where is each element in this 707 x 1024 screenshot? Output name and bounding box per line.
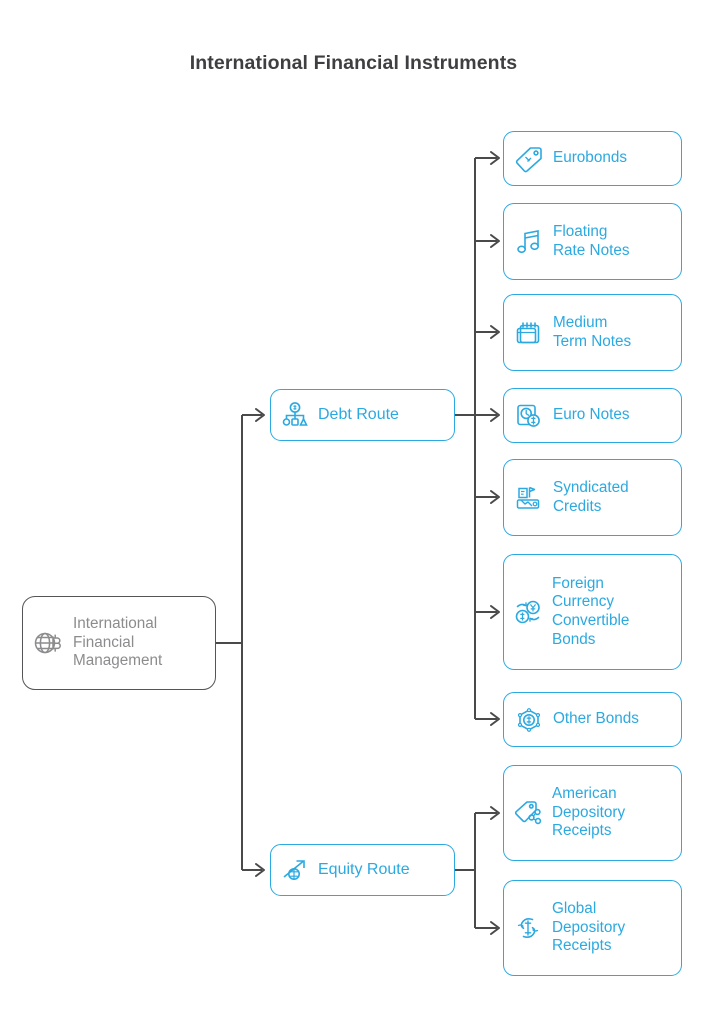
- node-root-label: International Financial Management: [73, 615, 203, 671]
- node-equity-route-label: Equity Route: [318, 861, 410, 879]
- node-debt-route[interactable]: Debt Route: [270, 389, 455, 441]
- node-eurobonds-label: Eurobonds: [553, 149, 627, 167]
- node-debt-route-label: Debt Route: [318, 406, 399, 424]
- node-medium-term-notes[interactable]: Medium Term Notes: [503, 294, 682, 371]
- node-floating-rate-notes[interactable]: Floating Rate Notes: [503, 203, 682, 280]
- node-american-depository-receipts-label: American Depository Receipts: [552, 785, 626, 840]
- node-syndicated-credits-label: Syndicated Credits: [553, 478, 629, 515]
- node-global-depository-receipts[interactable]: Global Depository Receipts: [503, 880, 682, 976]
- node-syndicated-credits[interactable]: Syndicated Credits: [503, 459, 682, 536]
- root-line-2: Financial: [73, 633, 135, 651]
- calendar-icon: [514, 318, 544, 348]
- hierarchy-dollar-icon: [281, 401, 309, 429]
- node-equity-route[interactable]: Equity Route: [270, 844, 455, 896]
- node-eurobonds[interactable]: Eurobonds: [503, 131, 682, 186]
- handshake-money-icon: [514, 483, 544, 513]
- currency-exchange-icon: [512, 596, 544, 628]
- hands-dollar-icon: [512, 912, 544, 944]
- node-other-bonds[interactable]: Other Bonds: [503, 692, 682, 747]
- hexagon-dollar-icon: [514, 705, 544, 735]
- node-global-depository-receipts-label: Global Depository Receipts: [552, 900, 626, 955]
- node-floating-rate-notes-label: Floating Rate Notes: [553, 222, 630, 259]
- node-euro-notes-label: Euro Notes: [553, 406, 630, 424]
- node-american-depository-receipts[interactable]: American Depository Receipts: [503, 765, 682, 861]
- root-line-3: Management: [73, 652, 163, 670]
- tag-network-icon: [512, 797, 544, 829]
- growth-arrow-icon: [281, 856, 309, 884]
- globe-currency-icon: [31, 626, 65, 660]
- node-medium-term-notes-label: Medium Term Notes: [553, 313, 632, 350]
- price-tag-icon: [514, 144, 544, 174]
- node-foreign-currency-convertible-bonds[interactable]: Foreign Currency Convertible Bonds: [503, 554, 682, 670]
- node-euro-notes[interactable]: Euro Notes: [503, 388, 682, 443]
- document-clock-dollar-icon: [514, 401, 544, 431]
- node-root[interactable]: International Financial Management: [22, 596, 216, 690]
- root-line-1: International: [73, 615, 158, 633]
- music-note-icon: [514, 227, 544, 257]
- node-foreign-currency-convertible-bonds-label: Foreign Currency Convertible Bonds: [552, 574, 630, 648]
- node-other-bonds-label: Other Bonds: [553, 710, 639, 728]
- page-title: International Financial Instruments: [189, 52, 518, 74]
